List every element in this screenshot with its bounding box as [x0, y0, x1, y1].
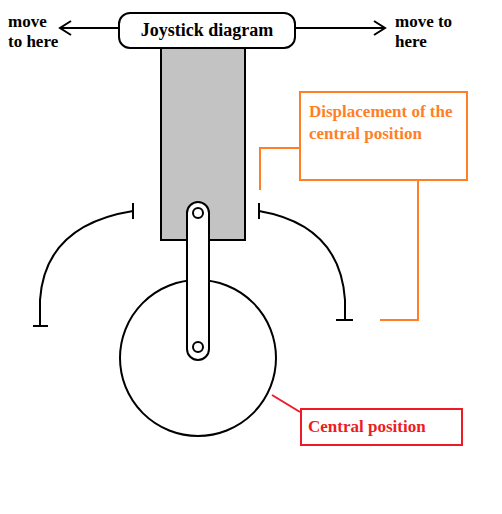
- leader-line: [380, 181, 418, 320]
- link-pin: [193, 208, 203, 218]
- title-box: Joystick diagram: [118, 12, 296, 49]
- leader-line: [272, 395, 300, 412]
- link-bar: [187, 202, 209, 360]
- right-limit-bracket: [259, 203, 353, 320]
- direction-label: move to here: [395, 12, 461, 53]
- direction-label: move to here: [8, 12, 63, 53]
- link-pin: [193, 342, 203, 352]
- node-text: Displacement of the central position: [309, 101, 458, 145]
- right-arrow: [296, 21, 385, 35]
- leader-line: [260, 148, 299, 190]
- joystick-stick: [161, 46, 245, 240]
- callout-box: Central position: [300, 408, 463, 446]
- left-arrow: [60, 21, 118, 35]
- node-text: Joystick diagram: [124, 19, 290, 42]
- callout-box: Displacement of the central position: [299, 91, 468, 181]
- node-text: Central position: [308, 416, 455, 438]
- left-limit-bracket: [33, 203, 133, 326]
